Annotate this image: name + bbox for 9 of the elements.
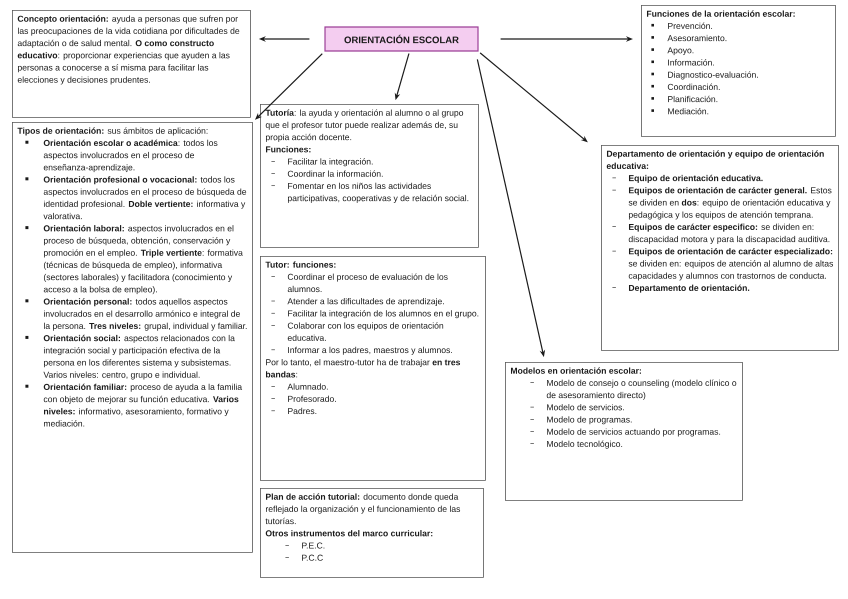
text-box: Tutoría: la ayuda y orientación al alumno o al grupo que el profesor tutor puede realizar además de, su propia acción docente. Funciones: Facilitar la integración. Coordinar la información. Fomentar en los niños las actividades participativas, cooperativas y de relación social. (260, 104, 479, 248)
text-box: Tipos de orientación: sus ámbitos de aplicación: Orientación escolar o académica: todos los aspectos involucrados en el proceso de enseñanza-aprendizaje. Orientación profesional o vocacional: todos los aspectos involucrados en el proceso de búsqueda de identidad profesional. Doble vertiente: informativa y valorativa. Orientación laboral: aspectos involucrados en el proceso de búsqueda, obtención, conservación y promoción en el empleo. Triple vertiente: formativa (técnicas de búsqueda de empleo), informativa (sectores laborales) y facilitadora (conocimiento y acceso a la bolsa de empleo). Orientación personal: todos aquellos aspectos involucrados en el desarrollo armónico e integral de la persona. Tres niveles: grupal, individual y familiar. Orientación social: aspectos relacionados con la integración social y participación efectiva de la persona en los diferentes sistema y subsistemas. Varios niveles: centro, grupo e individual. Orientación familiar: proceso de ayuda a la familia con objeto de mejorar su función educativa. Varios niveles: informativo, asesoramiento, formativo y mediación. (12, 122, 253, 553)
title-box: ORIENTACIÓN ESCOLAR (324, 26, 479, 52)
text-box: Concepto orientación: ayuda a personas que sufren por las preocupaciones de la vida cotidiana por dificultades de adaptación o de salud mental. O como constructo educativo: proporcionar experiencias que ayuden a las personas a conocerse a sí misma para facilitar las elecciones y decisiones prudentes. (12, 10, 251, 118)
text-box: Plan de acción tutorial: documento donde queda reflejado la organización y el funcionamiento de las tutorías. Otros instrumentos del marco curricular: P.E.C. P.C.C (260, 488, 484, 578)
text-box: Modelos en orientación escolar: Modelo de consejo o counseling (modelo clínico o de asesoramiento directo) Modelo de servicios. Modelo de programas. Modelo de servicios actuando por programas. Modelo tecnológico. (505, 362, 743, 501)
text-box: Funciones de la orientación escolar: Prevención. Asesoramiento. Apoyo. Información. Diagnostico-evaluación. Coordinación. Planificación. Mediación. (641, 4, 836, 137)
text-box: Departamento de orientación y equipo de orientación educativa: Equipo de orientación educativa. Equipos de orientación de carácter general. Estos se dividen en dos: equipo de orientación educativa y pedagógica y los equipos de atención temprana. Equipos de carácter especifico: se dividen en: discapacidad motora y para la discapacidad auditiva. Equipos de orientación de carácter especializado: se dividen en: equipos de atención al alumno de altas capacidades y alumnos con trastornos de conducta. Departamento de orientación. (601, 144, 839, 351)
text-box: Tutor: funciones: Coordinar el proceso de evaluación de los alumnos. Atender a las dificultades de aprendizaje. Facilitar la integración de los alumnos en el grupo. Colaborar con los equipos de orientación educativa. Informar a los padres, maestros y alumnos. Por lo tanto, el maestro-tutor ha de trabajar en tres bandas: Alumnado. Profesorado. Padres. (260, 256, 486, 481)
